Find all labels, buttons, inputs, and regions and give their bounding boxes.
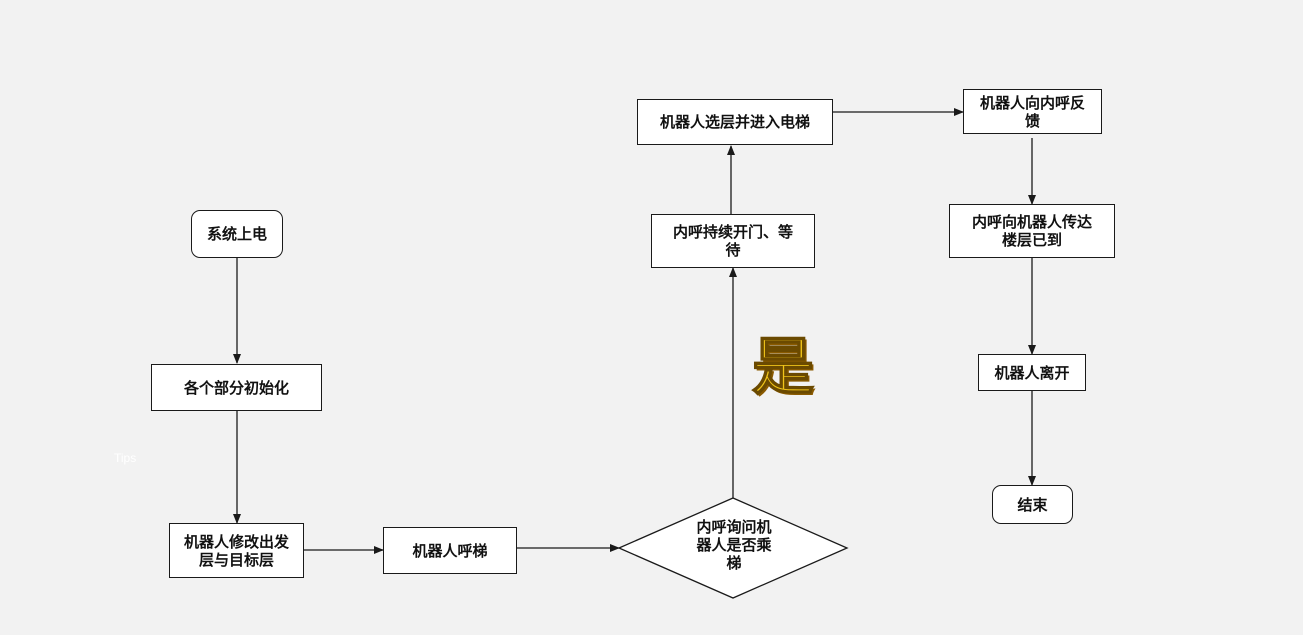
node-hold-door: 内呼持续开门、等 待 [651, 214, 815, 268]
node-arrived: 内呼向机器人传达 楼层已到 [949, 204, 1115, 258]
node-feedback: 机器人向内呼反 馈 [963, 89, 1102, 134]
node-end: 结束 [992, 485, 1073, 524]
node-call: 机器人呼梯 [383, 527, 517, 574]
yes-branch-label: 是 [751, 330, 815, 403]
node-init: 各个部分初始化 [151, 364, 322, 411]
node-ask-label: 内呼询问机 器人是否乘 梯 [696, 518, 772, 572]
decision-diamond [617, 497, 849, 599]
node-start: 系统上电 [191, 210, 283, 258]
tips-label: Tips [114, 451, 137, 465]
node-enter: 机器人选层并进入电梯 [637, 99, 833, 145]
node-set-floors: 机器人修改出发 层与目标层 [169, 523, 304, 578]
node-leave: 机器人离开 [978, 354, 1086, 391]
